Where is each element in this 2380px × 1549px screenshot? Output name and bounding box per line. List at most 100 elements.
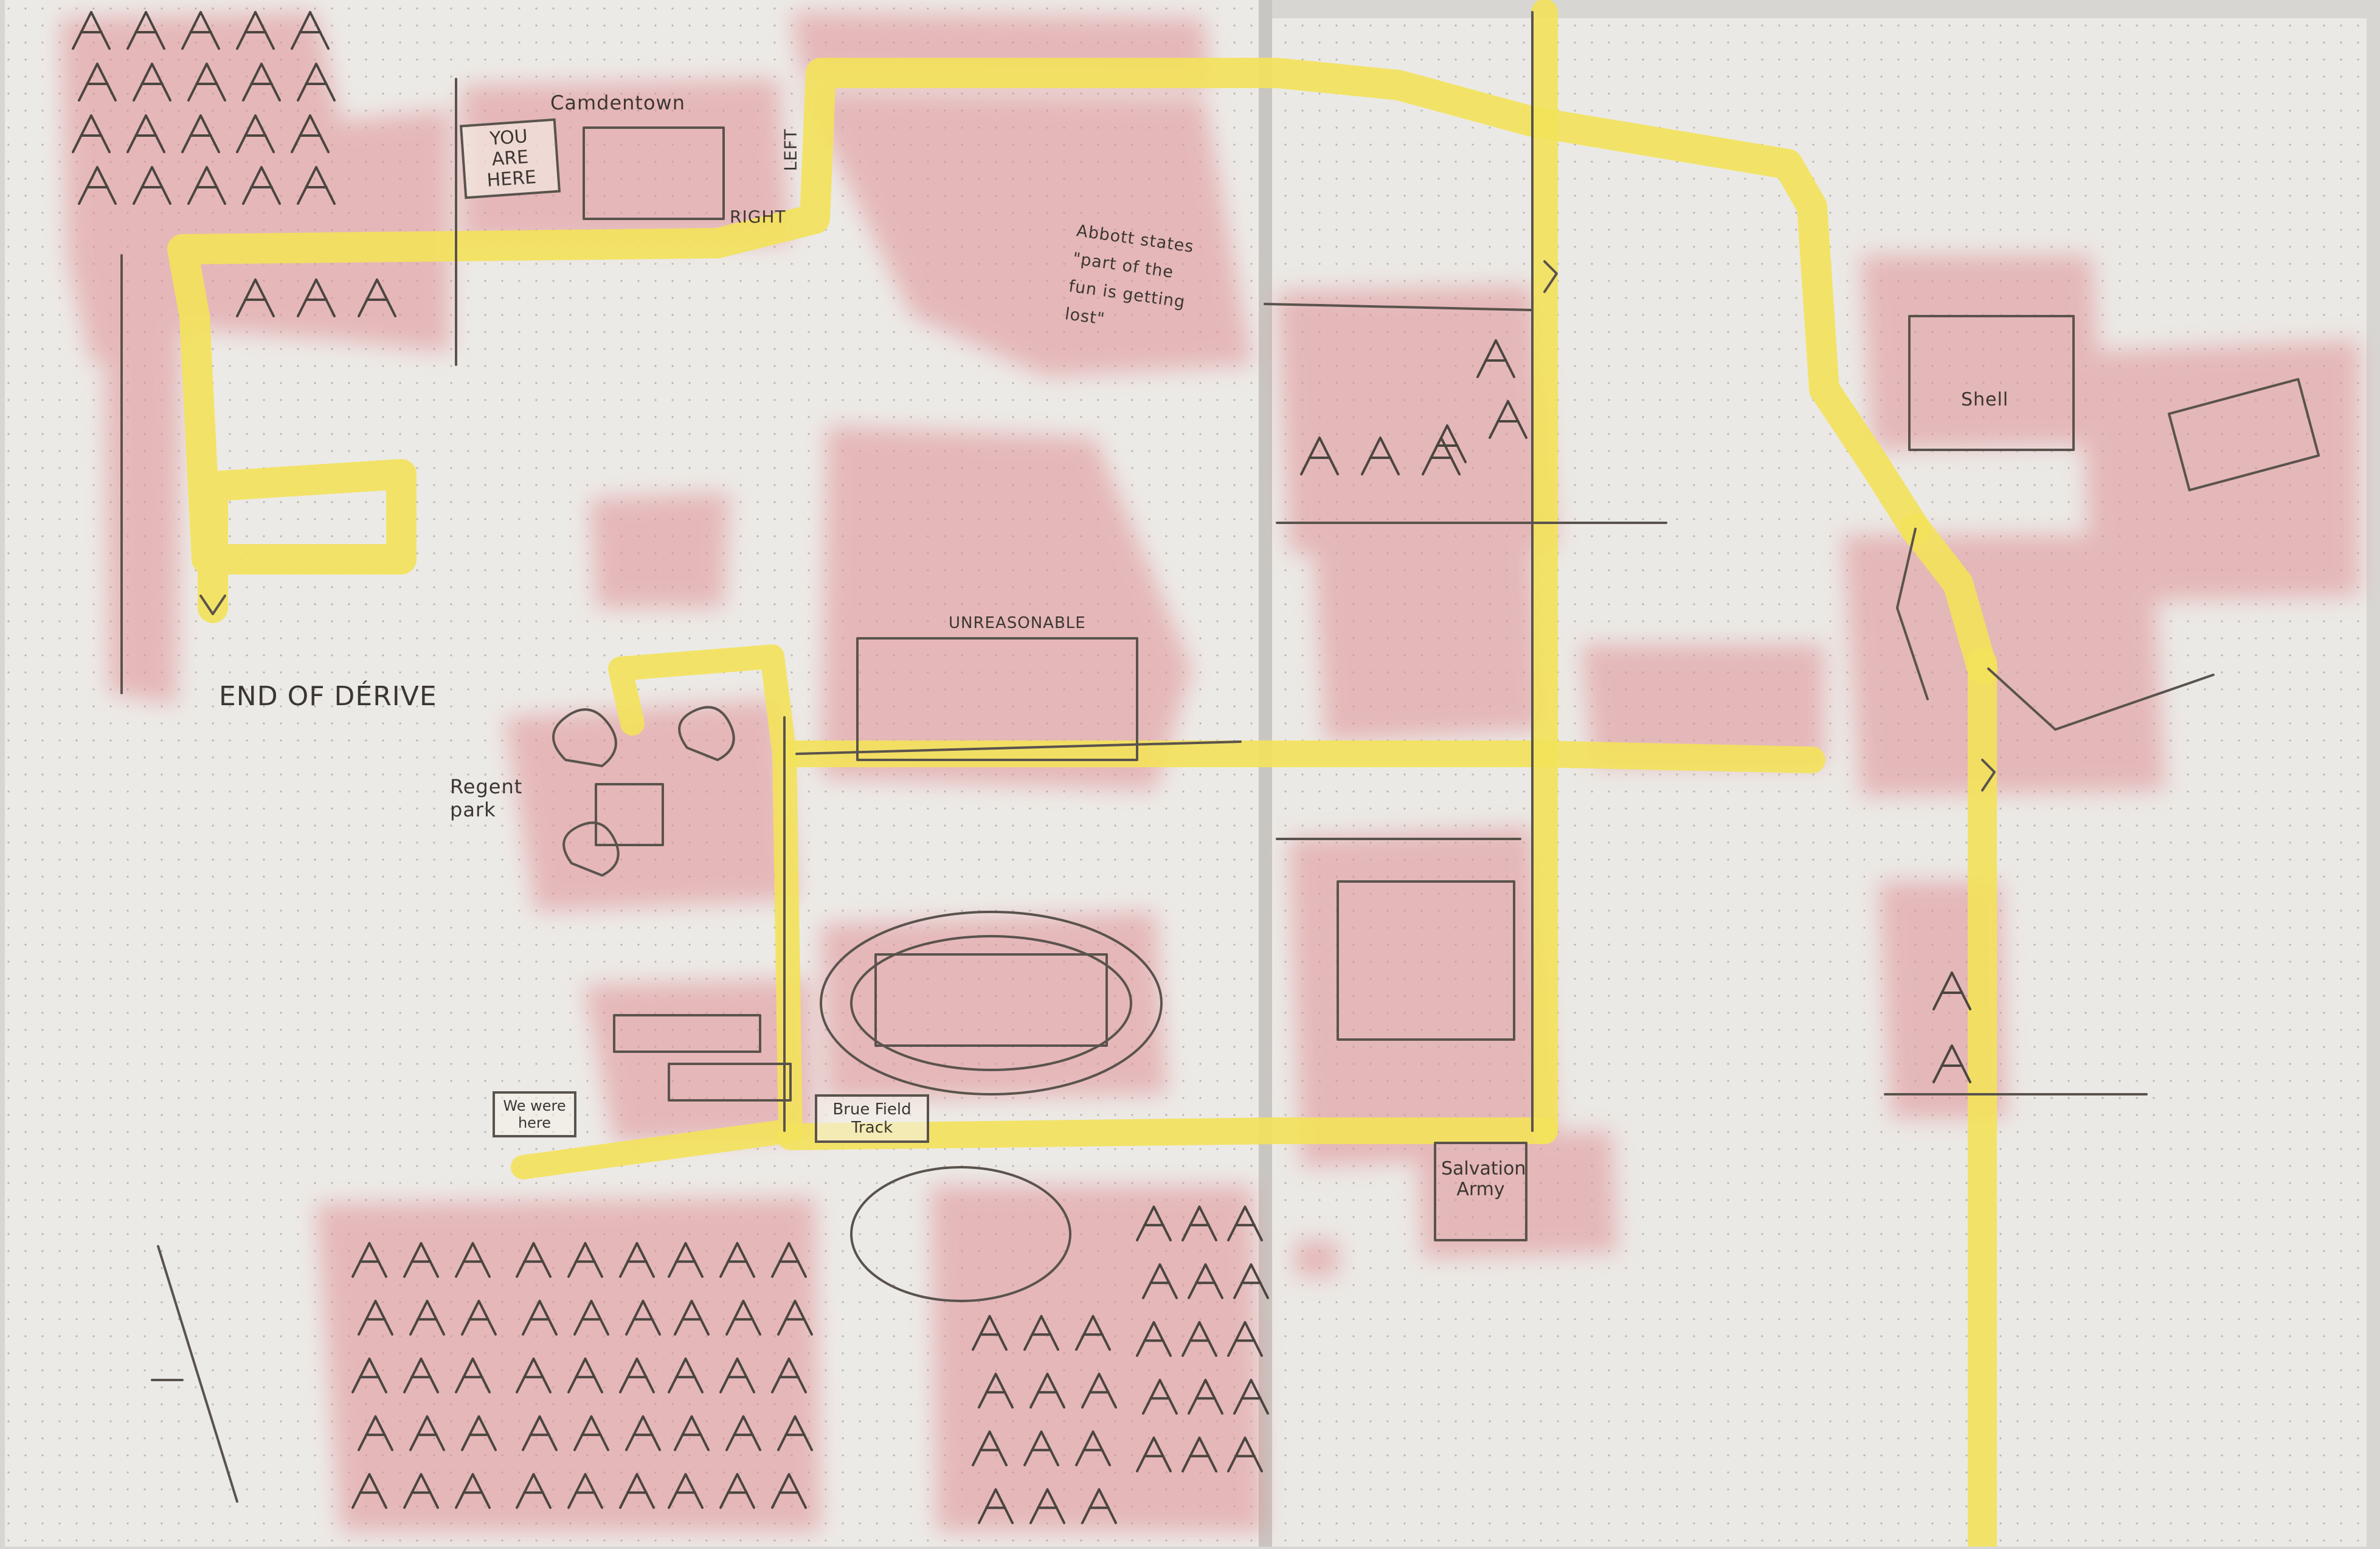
tent-mark [625, 1300, 661, 1336]
tent-mark [1227, 1437, 1263, 1472]
brue-field-track-line1: Brue Field [832, 1100, 912, 1119]
tent-mark [1188, 1263, 1223, 1299]
tent-mark [187, 63, 226, 102]
wash-lower-left-mid [584, 979, 815, 1143]
stadium-inner [850, 935, 1132, 1071]
wash-right-lower [1842, 535, 2165, 796]
tent-mark [351, 1358, 387, 1393]
building-left-2 [668, 1063, 792, 1102]
tent-mark [1023, 1315, 1059, 1351]
tent-mark [291, 114, 330, 153]
tent-marks [72, 11, 1971, 1524]
brue-field-track-line2: Track [851, 1119, 893, 1137]
tent-mark [674, 1415, 710, 1451]
tent-mark [358, 278, 396, 317]
tent-mark [187, 166, 226, 205]
tent-mark [1227, 1206, 1263, 1241]
street-edge-2 [1264, 303, 1534, 311]
tent-mark [461, 1300, 497, 1336]
stadium-outer [820, 911, 1163, 1095]
tent-mark [126, 11, 165, 50]
tent-mark [972, 1315, 1008, 1351]
stadium-pitch [874, 953, 1108, 1047]
tent-mark [409, 1415, 445, 1451]
tent-mark [719, 1473, 755, 1509]
tent-mark [978, 1373, 1014, 1409]
wash-top-right-left-page [803, 91, 1253, 377]
tent-mark [455, 1358, 491, 1393]
wash-regents-park [505, 699, 797, 912]
wash-right-page-lower [1289, 827, 1557, 1167]
right-label: RIGHT [730, 207, 786, 227]
tent-mark [1136, 1321, 1172, 1357]
tent-mark [1181, 1206, 1217, 1241]
tent-mark [72, 114, 111, 153]
tent-mark [567, 1473, 603, 1509]
tent-mark [297, 278, 336, 317]
tent-mark [1188, 1379, 1223, 1415]
tent-mark [619, 1242, 655, 1278]
you-are-here-sign: YOU ARE HERE [459, 118, 561, 199]
wash-right-page-mid [1313, 535, 1545, 742]
tent-mark [1136, 1206, 1172, 1241]
street-lamp [151, 1245, 238, 1503]
route-right-curve [1900, 514, 1998, 684]
abbott-quote: Abbott states "part of the fun is gettin… [1063, 217, 1195, 344]
wash-mid-left [590, 492, 730, 608]
tent-mark [403, 1473, 439, 1509]
tent-mark [1023, 1430, 1059, 1466]
tent-mark [1029, 1373, 1065, 1409]
tent-mark [1081, 1488, 1117, 1524]
tent-mark [1932, 971, 1971, 1010]
tent-mark [668, 1358, 704, 1393]
brue-field-track-sign: Brue Field Track [815, 1094, 929, 1143]
tent-mark [567, 1242, 603, 1278]
tent-mark [1081, 1373, 1117, 1409]
wash-right-page-upper [1277, 286, 1557, 553]
camdentown-label: Camdentown [550, 91, 685, 114]
we-were-here-line1: We were [503, 1097, 566, 1114]
pencil-linework [120, 11, 2320, 1503]
tent-mark [1142, 1263, 1178, 1299]
tent-mark [1181, 1321, 1217, 1357]
wash-salvation [1417, 1131, 1617, 1258]
salvation-army-line2: Army [1456, 1179, 1505, 1200]
tent-mark [725, 1415, 761, 1451]
wash-shell [1861, 255, 2104, 450]
tent-mark [236, 278, 275, 317]
unreasonable-label: UNREASONABLE [949, 614, 1086, 632]
wash-speech-bubble [1581, 644, 1824, 766]
tent-mark [461, 1415, 497, 1451]
tent-mark [771, 1358, 807, 1393]
tent-mark [72, 11, 111, 50]
tent-mark [573, 1300, 609, 1336]
tent-mark [516, 1358, 552, 1393]
tent-mark [291, 11, 330, 50]
wash-unreasonable [821, 426, 1192, 790]
tent-mark [625, 1415, 661, 1451]
street-edge-7 [1987, 668, 2215, 731]
tent-mark [409, 1300, 445, 1336]
right-page-building [1337, 880, 1515, 1041]
tent-mark [297, 63, 336, 102]
tent-mark [1136, 1437, 1172, 1472]
tent-mark [1361, 436, 1400, 475]
regent-park-line2: park [450, 798, 496, 821]
tent-mark [573, 1415, 609, 1451]
tent-mark [126, 114, 165, 153]
tent-mark [777, 1300, 813, 1336]
tent-mark [455, 1242, 491, 1278]
tent-mark [619, 1358, 655, 1393]
tent-mark [567, 1358, 603, 1393]
camden-shops [583, 126, 725, 220]
tent-mark [236, 11, 275, 50]
tent-mark [242, 166, 281, 205]
tent-mark [181, 114, 220, 153]
left-label: LEFT [780, 128, 801, 171]
regent-park-line1: Regent [450, 775, 523, 798]
tent-mark [1428, 424, 1467, 463]
tent-mark [719, 1358, 755, 1393]
salvation-army-sign: Salvation Army [1435, 1155, 1526, 1204]
tent-mark [1075, 1430, 1111, 1466]
